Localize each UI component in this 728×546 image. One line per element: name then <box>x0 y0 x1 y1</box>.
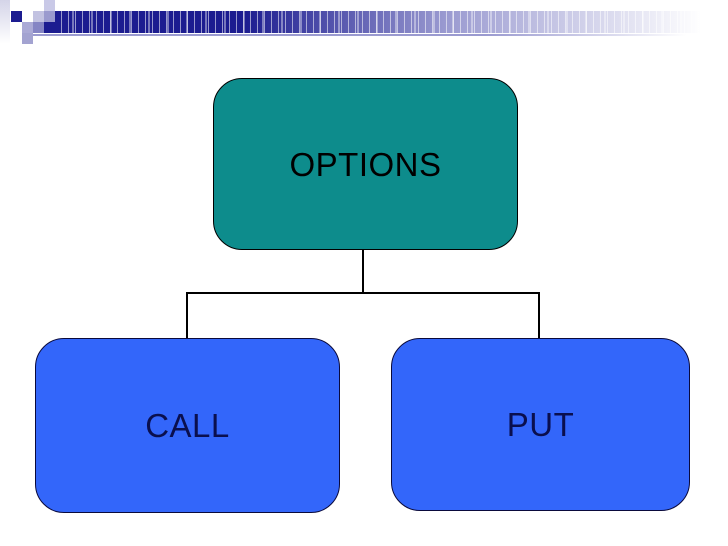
decor-square <box>44 0 55 11</box>
node-label: CALL <box>145 407 230 444</box>
decor-square <box>44 11 55 22</box>
connector-horizontal <box>186 292 540 294</box>
pixel-bar <box>55 11 728 33</box>
decor-left-strip <box>0 0 10 46</box>
decor-square <box>22 33 33 44</box>
pixel-bar-extension <box>44 22 55 33</box>
decor-square <box>33 11 44 22</box>
decor-thin-line <box>33 34 728 36</box>
node-label: OPTIONS <box>289 145 442 183</box>
call-node: CALL <box>35 338 340 513</box>
connector-right-down <box>538 292 540 338</box>
decor-square <box>33 22 44 33</box>
put-node: PUT <box>391 338 690 511</box>
decor-square <box>22 22 33 33</box>
connector-left-down <box>186 292 188 338</box>
decor-square <box>11 11 22 22</box>
node-label: PUT <box>506 406 575 443</box>
options-node: OPTIONS <box>213 78 518 250</box>
connector-root-down <box>362 248 364 293</box>
